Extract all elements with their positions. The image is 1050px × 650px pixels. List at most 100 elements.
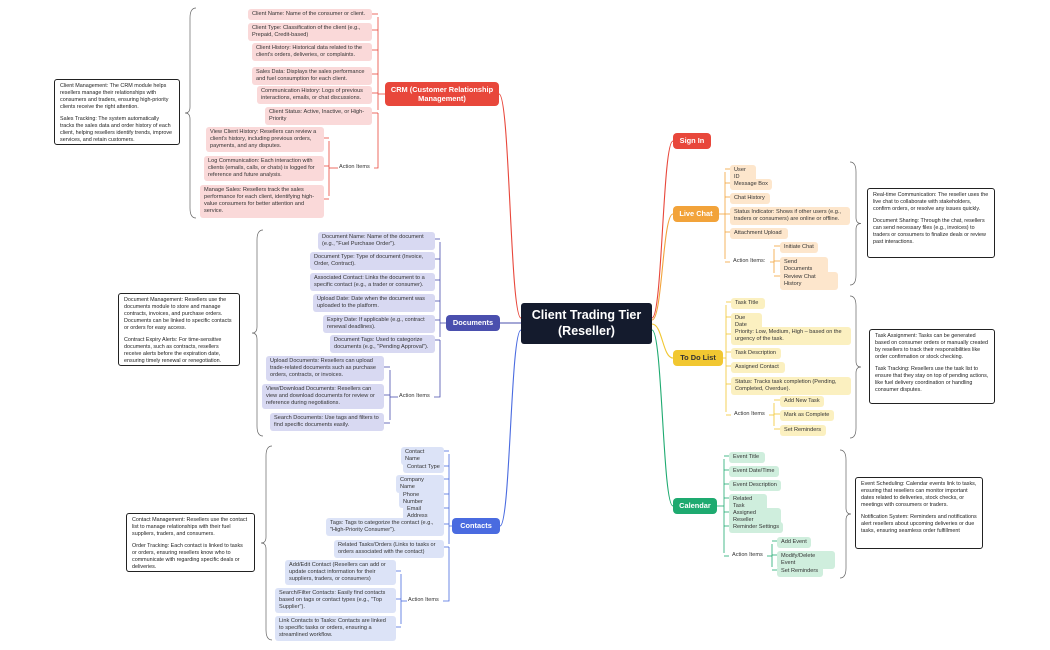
contacts-item[interactable]: Email Address — [403, 504, 444, 523]
to-do-action-item[interactable]: Set Reminders — [780, 425, 826, 437]
to-do-item[interactable]: Due Date — [731, 313, 762, 332]
note-paragraph: Real-time Communication: The reseller us… — [873, 192, 989, 213]
calendar-action-item[interactable]: Add Event — [777, 537, 811, 549]
contacts-action-item[interactable]: Link Contacts to Tasks: Contacts are lin… — [275, 616, 396, 642]
note-paragraph: Client Management: The CRM module helps … — [60, 83, 169, 111]
to-do-item[interactable]: Assigned Contact — [731, 362, 785, 374]
documents-action-items-label[interactable]: Action Items — [399, 393, 430, 399]
contacts-summary-note: Contact Management: Resellers use the co… — [126, 513, 255, 572]
to-do-action-item[interactable]: Mark as Complete — [780, 410, 834, 422]
calendar-item[interactable]: Assigned Reseller — [729, 508, 781, 527]
note-paragraph: Document Sharing: Through the chat, rese… — [873, 218, 986, 246]
connector-line — [849, 295, 862, 439]
crm-action-item[interactable]: View Client History: Resellers can revie… — [206, 127, 324, 153]
calendar-item[interactable]: Related Task — [729, 494, 767, 513]
contacts-item[interactable]: Contact Type — [403, 462, 444, 474]
to-do-action-item[interactable]: Add New Task — [780, 396, 824, 408]
live-chat-item[interactable]: Message Box — [730, 179, 772, 191]
to-do-action-items-label[interactable]: Action Items — [734, 411, 765, 417]
live-chat-action-item[interactable]: Initiate Chat — [780, 242, 818, 254]
documents-action-item[interactable]: Upload Documents: Resellers can upload t… — [266, 356, 384, 382]
crm-item[interactable]: Client Status: Active, Inactive, or High… — [265, 107, 372, 126]
documents-action-item[interactable]: Search Documents: Use tags and filters t… — [270, 413, 384, 432]
crm-action-items-label[interactable]: Action Items — [339, 164, 370, 170]
note-paragraph: Sales Tracking: The system automatically… — [60, 116, 173, 144]
crm-item[interactable]: Sales Data: Displays the sales performan… — [252, 67, 372, 86]
crm-item[interactable]: Client History: Historical data related … — [252, 43, 372, 62]
documents-summary-note: Document Management: Resellers use the d… — [118, 293, 240, 366]
documents-action-item[interactable]: View/Download Documents: Resellers can v… — [262, 384, 384, 410]
branch-crm[interactable]: CRM (Customer Relationship Management) — [385, 82, 499, 106]
contacts-action-items-label[interactable]: Action Items — [408, 597, 439, 603]
note-paragraph: Task Tracking: Resellers use the task li… — [875, 366, 989, 394]
documents-item[interactable]: Document Tags: Used to categorize docume… — [330, 335, 435, 354]
note-paragraph: Contact Management: Resellers use the co… — [132, 517, 248, 538]
calendar-item[interactable]: Event Description — [729, 480, 781, 492]
calendar-action-item[interactable]: Modify/Delete Event — [777, 551, 835, 570]
note-paragraph: Notification System: Reminders and notif… — [861, 514, 977, 535]
connector-line — [434, 340, 441, 398]
live-chat-item[interactable]: Status Indicator: Shows if other users (… — [730, 207, 850, 226]
branch-calendar[interactable]: Calendar — [673, 498, 717, 514]
crm-item[interactable]: Communication History: Logs of previous … — [257, 86, 372, 105]
calendar-summary-note: Event Scheduling: Calendar events link t… — [855, 477, 983, 549]
crm-summary-note: Client Management: The CRM module helps … — [54, 79, 180, 145]
calendar-action-item[interactable]: Set Reminders — [777, 566, 823, 578]
note-paragraph: Document Management: Resellers use the d… — [124, 297, 232, 332]
connector-line — [651, 140, 674, 319]
connector-line — [184, 7, 197, 219]
to-do-item[interactable]: Status: Tracks task completion (Pending,… — [731, 377, 851, 396]
branch-live-chat[interactable]: Live Chat — [673, 206, 719, 222]
live-chat-action-item[interactable]: Send Documents — [780, 257, 828, 276]
connector-line — [839, 449, 852, 579]
connector-line — [260, 445, 273, 641]
contacts-item[interactable]: Company Name — [396, 475, 444, 494]
crm-action-item[interactable]: Manage Sales: Resellers track the sales … — [200, 185, 324, 218]
connector-line — [251, 229, 264, 437]
live-chat-item[interactable]: Attachment Upload — [730, 228, 788, 240]
connector-line — [374, 113, 379, 169]
contacts-action-item[interactable]: Search/Filter Contacts: Easily find cont… — [275, 588, 396, 614]
branch-documents[interactable]: Documents — [446, 315, 500, 331]
documents-item[interactable]: Associated Contact: Links the document t… — [310, 273, 435, 292]
connector-line — [498, 93, 522, 319]
documents-item[interactable]: Document Type: Type of document (Invoice… — [310, 252, 435, 271]
contacts-item[interactable]: Related Tasks/Orders (Links to tasks or … — [334, 540, 444, 559]
live-chat-action-items-label[interactable]: Action Items: — [733, 258, 766, 264]
crm-item[interactable]: Client Name: Name of the consumer or cli… — [248, 9, 372, 21]
calendar-item[interactable]: Event Title — [729, 452, 765, 464]
contacts-item[interactable]: Phone Number — [399, 490, 444, 509]
calendar-item[interactable]: Reminder Settings — [729, 522, 783, 534]
note-paragraph: Task Assignment: Tasks can be generated … — [875, 333, 988, 361]
connector-line — [849, 161, 862, 286]
root-node[interactable]: Client Trading Tier (Reseller) — [521, 303, 652, 344]
branch-to-do-list[interactable]: To Do List — [673, 350, 723, 366]
connector-line — [443, 547, 450, 602]
calendar-item[interactable]: Event Date/Time — [729, 466, 779, 478]
to-do-item[interactable]: Task Title — [731, 298, 765, 310]
to-do-summary-note: Task Assignment: Tasks can be generated … — [869, 329, 995, 404]
documents-item[interactable]: Document Name: Name of the document (e.g… — [318, 232, 435, 251]
live-chat-item[interactable]: Chat History — [730, 193, 770, 205]
contacts-item[interactable]: Contact Name — [401, 447, 444, 466]
calendar-action-items-label[interactable]: Action Items — [732, 552, 763, 558]
live-chat-action-item[interactable]: Review Chat History — [780, 272, 838, 291]
branch-sign-in[interactable]: Sign In — [673, 133, 711, 149]
contacts-action-item[interactable]: Add/Edit Contact (Resellers can add or u… — [285, 560, 396, 586]
contacts-item[interactable]: Tags: Tags to categorize the contact (e.… — [326, 518, 444, 537]
crm-item[interactable]: Client Type: Classification of the clien… — [248, 23, 372, 42]
live-chat-item[interactable]: User ID — [730, 165, 756, 184]
note-paragraph: Contract Expiry Alerts: For time-sensiti… — [124, 337, 222, 365]
live-chat-summary-note: Real-time Communication: The reseller us… — [867, 188, 995, 258]
documents-item[interactable]: Upload Date: Date when the document was … — [313, 294, 435, 313]
documents-item[interactable]: Expiry Date: If applicable (e.g., contra… — [323, 315, 435, 334]
branch-contacts[interactable]: Contacts — [452, 518, 500, 534]
to-do-item[interactable]: Task Description — [731, 348, 781, 360]
note-paragraph: Order Tracking: Each contact is linked t… — [132, 543, 243, 571]
to-do-item[interactable]: Priority: Low, Medium, High – based on t… — [731, 327, 851, 346]
connector-line — [651, 329, 674, 507]
crm-action-item[interactable]: Log Communication: Each interaction with… — [204, 156, 324, 182]
connector-line — [651, 323, 674, 359]
